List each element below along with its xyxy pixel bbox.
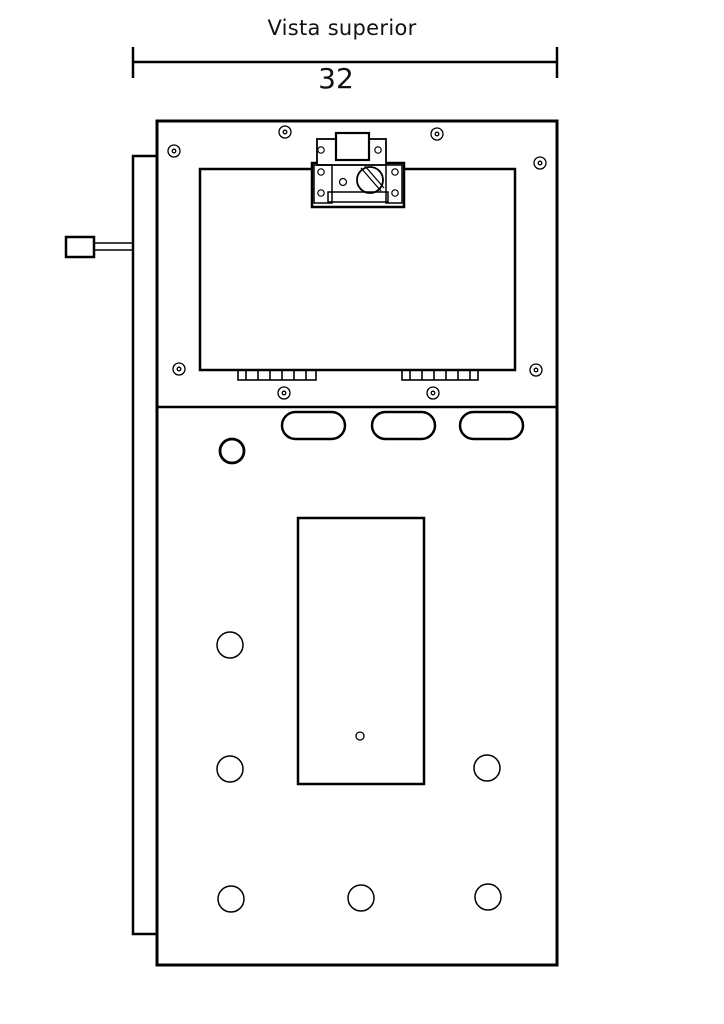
module-connector-left xyxy=(237,369,317,381)
enclosure-outline xyxy=(155,119,559,967)
latch-assembly xyxy=(310,131,406,209)
cable-connector xyxy=(64,235,133,259)
cable-gland-hole xyxy=(218,437,246,465)
view-title: Vista superior xyxy=(267,16,417,40)
center-cutout-hole xyxy=(355,731,365,741)
module-connector-right xyxy=(401,369,479,381)
mounting-holes xyxy=(216,631,502,913)
width-dimension-line xyxy=(131,47,559,78)
vent-slots xyxy=(280,410,525,441)
center-cutout xyxy=(296,516,426,786)
side-rail xyxy=(131,154,159,936)
width-dimension-value: 32 xyxy=(318,62,354,95)
upper-panel-screws xyxy=(167,125,547,400)
